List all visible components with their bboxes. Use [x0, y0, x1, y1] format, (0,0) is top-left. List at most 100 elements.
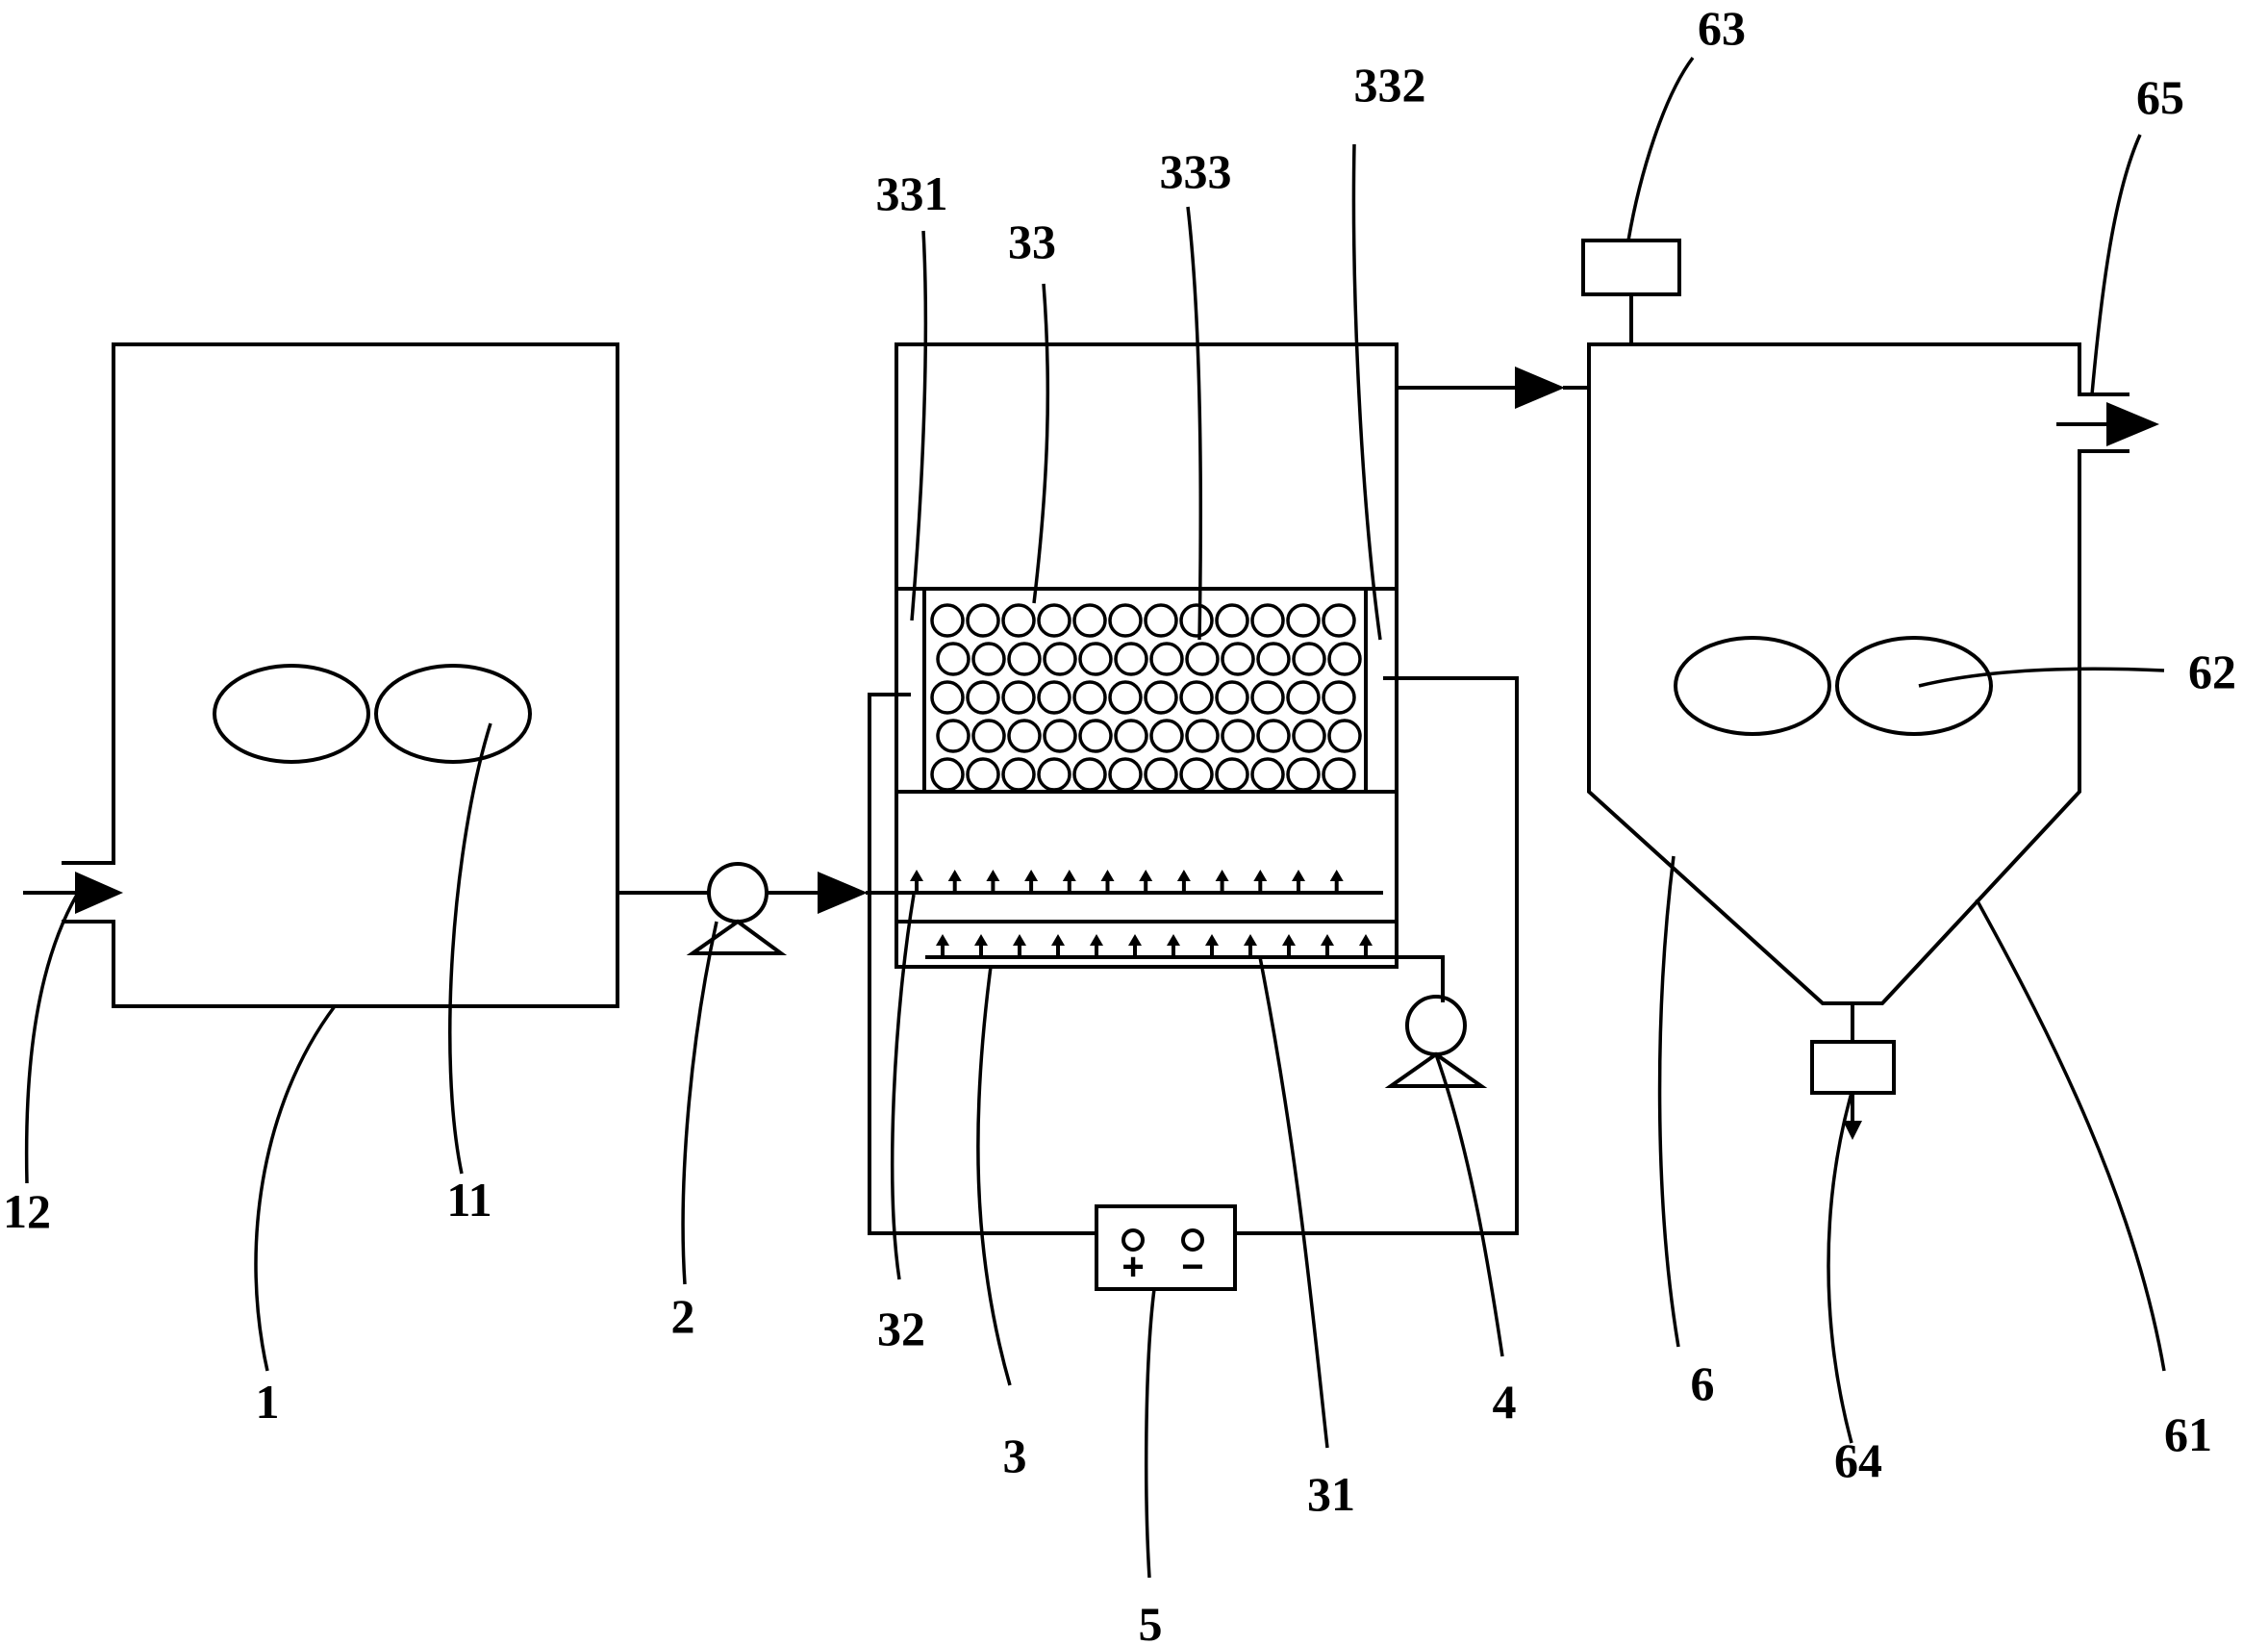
particle-ball [930, 680, 965, 715]
label-11: 11 [446, 1173, 491, 1227]
particle-ball [1108, 603, 1143, 638]
particle-ball [1001, 680, 1036, 715]
particle-ball [1072, 757, 1107, 792]
particle-ball [1001, 757, 1036, 792]
label-12: 12 [3, 1184, 51, 1238]
nozzle-tip [1128, 934, 1142, 946]
stirrer-62 [1674, 636, 1993, 736]
particle-ball [1292, 719, 1326, 753]
aeration-pipe-32 [910, 870, 1383, 895]
pump-4 [1384, 995, 1488, 1088]
particle-ball [1072, 603, 1107, 638]
reference-labels: 12 11 1 2 32 3 31 4 5 331 33 333 332 63 … [3, 1, 2236, 1645]
aeration-nozzles-32 [910, 870, 1344, 895]
particle-ball [1322, 680, 1356, 715]
particle-ball [1215, 680, 1249, 715]
particle-ball [1256, 642, 1291, 676]
dosing-device-63 [1581, 239, 1681, 346]
tank-1 [62, 342, 619, 1008]
particle-ball [1256, 719, 1291, 753]
particle-ball [1037, 680, 1071, 715]
stirrer-11 [213, 664, 532, 764]
particle-ball [936, 642, 970, 676]
particle-ball [1221, 719, 1255, 753]
particle-ball [930, 603, 965, 638]
nozzle-tip [910, 870, 923, 881]
particle-ball [1007, 642, 1042, 676]
nozzle-tip [1321, 934, 1334, 946]
label-33: 33 [1008, 215, 1056, 268]
label-331: 331 [876, 166, 948, 220]
particle-ball [1185, 719, 1220, 753]
particle-ball [1001, 603, 1036, 638]
outlet-arrow-65 [2056, 402, 2159, 446]
nozzle-tip [1329, 870, 1344, 881]
reactor-3 [895, 342, 1399, 969]
nozzle-tip [1013, 934, 1026, 946]
nozzle-tip [936, 934, 949, 946]
particle-ball [1179, 757, 1214, 792]
particle-ball [1043, 719, 1077, 753]
label-32: 32 [877, 1302, 925, 1355]
particle-ball [1108, 680, 1143, 715]
label-332: 332 [1354, 58, 1426, 112]
particle-ball [1144, 603, 1178, 638]
plus-terminal: + [1121, 1246, 1144, 1288]
nozzle-tip [1062, 870, 1076, 881]
particle-ball [1078, 719, 1113, 753]
particle-ball [1037, 757, 1071, 792]
label-6: 6 [1691, 1356, 1715, 1410]
nozzle-tip [1282, 934, 1296, 946]
particle-ball [1007, 719, 1042, 753]
label-61: 61 [2164, 1407, 2212, 1461]
particle-ball [1327, 719, 1362, 753]
particle-ball [936, 719, 970, 753]
label-4: 4 [1493, 1375, 1517, 1429]
sludge-valve-64 [1810, 1040, 1896, 1140]
particle-ball [1286, 603, 1321, 638]
nozzle-tip [986, 870, 1000, 881]
particle-ball [1114, 719, 1148, 753]
nozzle-tip [1051, 934, 1065, 946]
label-64: 64 [1834, 1433, 1882, 1487]
particle-ball [1286, 680, 1321, 715]
particle-ball [1327, 642, 1362, 676]
particle-ball [1114, 642, 1148, 676]
label-333: 333 [1160, 144, 1232, 198]
label-62: 62 [2188, 645, 2236, 698]
nozzle-tip [1205, 934, 1219, 946]
nozzle-tip [1167, 934, 1180, 946]
particle-bed-33 [930, 603, 1362, 792]
nozzle-tip [1292, 870, 1305, 881]
inlet-arrow-12 [23, 872, 123, 914]
particle-ball [966, 757, 1000, 792]
particle-ball [1043, 642, 1077, 676]
nozzle-tip [1090, 934, 1103, 946]
particle-ball [1072, 680, 1107, 715]
aeration-pipe-31 [925, 934, 1445, 959]
label-2: 2 [671, 1289, 695, 1343]
nozzle-tip [947, 870, 962, 881]
nozzle-tip [1024, 870, 1039, 881]
minus-terminal: − [1181, 1246, 1203, 1288]
power-supply-5: + − [1095, 1204, 1237, 1291]
aeration-nozzles-31 [936, 934, 1373, 959]
particle-ball [1078, 642, 1113, 676]
particle-ball [1292, 642, 1326, 676]
nozzle-tip [974, 934, 988, 946]
particle-ball [1250, 680, 1285, 715]
particle-ball [1322, 757, 1356, 792]
label-63: 63 [1698, 1, 1746, 55]
particle-ball [1286, 757, 1321, 792]
particle-ball [1215, 603, 1249, 638]
particle-ball [930, 757, 965, 792]
nozzle-tip [1176, 870, 1191, 881]
label-65: 65 [2136, 70, 2184, 124]
particle-ball [966, 680, 1000, 715]
particle-ball [1144, 680, 1178, 715]
label-3: 3 [1003, 1429, 1027, 1482]
particle-ball [966, 603, 1000, 638]
particle-ball [1185, 642, 1220, 676]
